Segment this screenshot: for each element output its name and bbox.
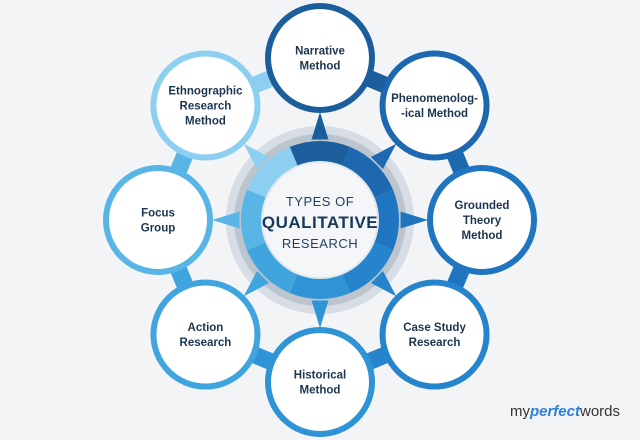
node-circle bbox=[265, 327, 375, 437]
brand-prefix: my bbox=[509, 403, 530, 420]
arrow-case-study-icon bbox=[370, 270, 397, 297]
node-label: Ethnographic bbox=[168, 85, 243, 97]
node-circle bbox=[379, 50, 490, 161]
node-label: Research bbox=[180, 100, 232, 112]
node-circle bbox=[150, 279, 261, 390]
center-title: TYPES OF QUALITATIVE RESEARCH bbox=[262, 194, 378, 251]
node-circle bbox=[265, 3, 375, 113]
node-circle bbox=[379, 279, 490, 390]
arrow-historical-icon bbox=[311, 300, 329, 328]
node-label: Phenomenolog- bbox=[391, 93, 478, 105]
center-title-line1: TYPES OF bbox=[286, 194, 354, 209]
node-label: Grounded bbox=[455, 200, 510, 212]
node-circle bbox=[103, 165, 213, 275]
node-label: Narrative bbox=[295, 46, 345, 58]
arrow-focus-group-icon bbox=[212, 211, 240, 229]
brand-emphasis: perfect bbox=[529, 403, 580, 420]
node-label: Theory bbox=[463, 215, 502, 227]
arrow-narrative-icon bbox=[311, 112, 329, 140]
node-circle bbox=[150, 50, 261, 161]
node-label: Research bbox=[180, 337, 232, 349]
node-label: Group bbox=[141, 223, 176, 235]
center-title-line2: QUALITATIVE bbox=[262, 213, 378, 232]
arrow-action-icon bbox=[243, 270, 270, 297]
node-label: Method bbox=[462, 230, 503, 242]
node-label: Method bbox=[300, 61, 341, 73]
brand-logo: myperfectwords bbox=[510, 403, 620, 420]
arrow-phenomenological-icon bbox=[370, 143, 397, 170]
hub-inner-disc bbox=[261, 161, 379, 279]
node-label: Focus bbox=[141, 208, 175, 220]
brand-suffix: words bbox=[579, 403, 620, 420]
node-label: Action bbox=[188, 322, 224, 334]
arrow-ethnographic-icon bbox=[243, 143, 270, 170]
node-label: -ical Method bbox=[401, 108, 468, 120]
node-label: Research bbox=[409, 337, 461, 349]
node-label: Case Study bbox=[403, 322, 466, 334]
center-title-line3: RESEARCH bbox=[282, 236, 358, 251]
node-label: Historical bbox=[294, 370, 346, 382]
arrow-grounded-theory-icon bbox=[400, 211, 428, 229]
node-circle bbox=[427, 165, 537, 275]
node-label: Method bbox=[185, 115, 226, 127]
node-phenomenological: Phenomenolog- -ical Method bbox=[379, 50, 490, 161]
center-hub bbox=[212, 112, 428, 328]
node-label: Method bbox=[300, 385, 341, 397]
